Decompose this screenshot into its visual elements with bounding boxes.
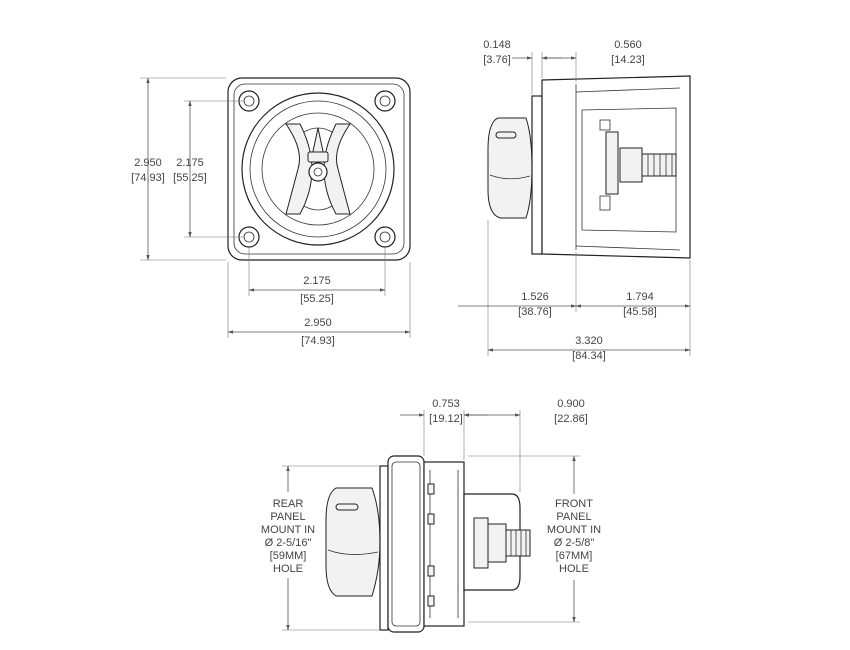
rear-label-line: [59MM] (270, 550, 307, 562)
dim-mount-top-left-mm: [19.12] (429, 413, 463, 425)
dim-side-top-right-in: 0.560 (614, 39, 642, 51)
mount-view: 0.753 [19.12] 0.900 [22.86] REAR PANEL M… (261, 398, 601, 633)
side-terminal-clip (605, 131, 619, 195)
dim-front-width-inner-in: 2.175 (303, 275, 331, 287)
dim-front-height-inner-mm: [55.25] (173, 172, 207, 184)
front-label-line: HOLE (559, 563, 589, 575)
dial-ring-mid (249, 100, 387, 238)
front-label-line: PANEL (556, 511, 591, 523)
dim-mount-top-right-mm: [22.86] (554, 413, 588, 425)
rear-label-line: REAR (273, 498, 304, 510)
dim-side-bottom-right-in: 1.794 (626, 291, 654, 303)
front-label-line: Ø 2-5/8" (554, 537, 595, 549)
screw-icon (374, 90, 396, 112)
dim-front-height-inner-in: 2.175 (176, 157, 204, 169)
rear-label-line: Ø 2-5/16" (265, 537, 312, 549)
dim-mount-top-left-in: 0.753 (432, 398, 460, 410)
dim-side-overall-in: 3.320 (575, 335, 603, 347)
rear-label-line: MOUNT IN (261, 524, 315, 536)
side-knob-icon (487, 117, 533, 219)
rear-panel-mount-label: REAR PANEL MOUNT IN Ø 2-5/16" [59MM] HOL… (261, 498, 315, 575)
screw-icon (238, 226, 260, 248)
dim-side-top-right-mm: [14.23] (611, 54, 645, 66)
front-label-line: MOUNT IN (547, 524, 601, 536)
mount-knob-icon (325, 487, 381, 597)
rotary-knob-icon (285, 123, 351, 215)
dim-side-bottom-left-in: 1.526 (521, 291, 549, 303)
side-hex-nut (619, 147, 643, 183)
dim-front-height-outer-in: 2.950 (134, 157, 162, 169)
dial-ring-inner (261, 112, 375, 226)
mount-hex-nut (487, 523, 507, 563)
front-view: 2.950 [74.93] 2.175 [55.25] 2.175 [55.25… (131, 77, 411, 347)
dim-side-bottom-right-mm: [45.58] (623, 306, 657, 318)
dim-side-overall-mm: [84.34] (572, 350, 606, 362)
side-flange (531, 95, 543, 255)
housing-inner-outline (233, 83, 405, 255)
front-panel-mount-label: FRONT PANEL MOUNT IN Ø 2-5/8" [67MM] HOL… (547, 498, 601, 575)
mount-body (387, 455, 425, 633)
screw-icon (374, 226, 396, 248)
side-view: 0.148 [3.76] 0.560 [14.23] 1.526 [38.76]… (458, 39, 691, 362)
side-threaded-stud (641, 153, 677, 177)
dim-front-width-outer-mm: [74.93] (301, 335, 335, 347)
dim-side-bottom-left-mm: [38.76] (518, 306, 552, 318)
dim-front-width-inner-mm: [55.25] (300, 293, 334, 305)
rear-label-line: HOLE (273, 563, 303, 575)
front-label-line: FRONT (555, 498, 593, 510)
front-label-line: [67MM] (556, 550, 593, 562)
mount-flange (379, 465, 389, 631)
mount-terminal-clip (473, 517, 489, 569)
rear-label-line: PANEL (270, 511, 305, 523)
dim-side-top-left-in: 0.148 (483, 39, 511, 51)
dim-front-width-outer-in: 2.950 (304, 317, 332, 329)
dim-side-top-left-mm: [3.76] (483, 54, 511, 66)
dim-front-height-outer-mm: [74.93] (131, 172, 165, 184)
dim-mount-top-right-in: 0.900 (557, 398, 585, 410)
